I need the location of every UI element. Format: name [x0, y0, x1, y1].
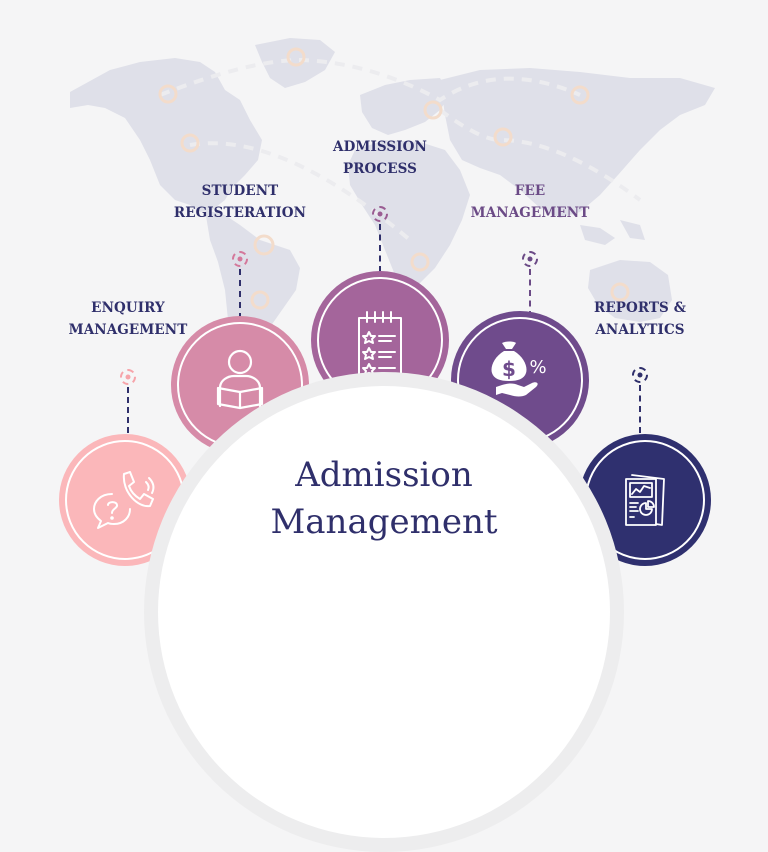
step-label-line1: ENQUIRY: [91, 300, 165, 316]
step-label-line2: MANAGEMENT: [470, 205, 590, 221]
money-bag-percent-icon: $ %: [491, 341, 547, 397]
connector-line: [529, 269, 531, 317]
step-label-reports: REPORTS & ANALYTICS: [594, 297, 686, 341]
step-label-line2: PROCESS: [342, 161, 418, 177]
student-reading-icon: [216, 349, 264, 410]
svg-text:$: $: [502, 357, 516, 381]
checklist-notepad-icon: [358, 311, 402, 377]
step-label-line1: REPORTS &: [594, 300, 686, 316]
step-label-line1: ADMISSION: [333, 139, 427, 155]
location-pin-icon: [632, 367, 648, 383]
report-chart-icon: [625, 474, 665, 526]
svg-text:%: %: [529, 357, 546, 378]
step-label-enquiry: ENQUIRY MANAGEMENT: [69, 297, 188, 341]
title-line1: Admission: [295, 455, 473, 495]
page-title: Admission Management: [0, 452, 768, 546]
location-pin-icon: [120, 369, 136, 385]
step-label-line2: ANALYTICS: [595, 322, 685, 338]
connector-line: [639, 385, 641, 433]
location-pin-icon: [372, 206, 388, 222]
location-pin-icon: [232, 251, 248, 267]
connector-line: [239, 269, 241, 319]
chat-phone-icon: [93, 471, 155, 529]
connector-line: [379, 224, 381, 272]
connector-line: [127, 387, 129, 433]
step-label-line2: REGISTERATION: [173, 205, 307, 221]
step-label-fee: FEE MANAGEMENT: [471, 180, 590, 224]
location-pin-icon: [522, 251, 538, 267]
step-label-line1: STUDENT: [201, 183, 279, 199]
step-label-line2: MANAGEMENT: [68, 322, 188, 338]
step-label-student: STUDENT REGISTERATION: [174, 180, 306, 224]
title-line2: Management: [270, 502, 498, 542]
step-label-admission: ADMISSION PROCESS: [333, 136, 427, 180]
step-label-line1: FEE: [514, 183, 546, 199]
